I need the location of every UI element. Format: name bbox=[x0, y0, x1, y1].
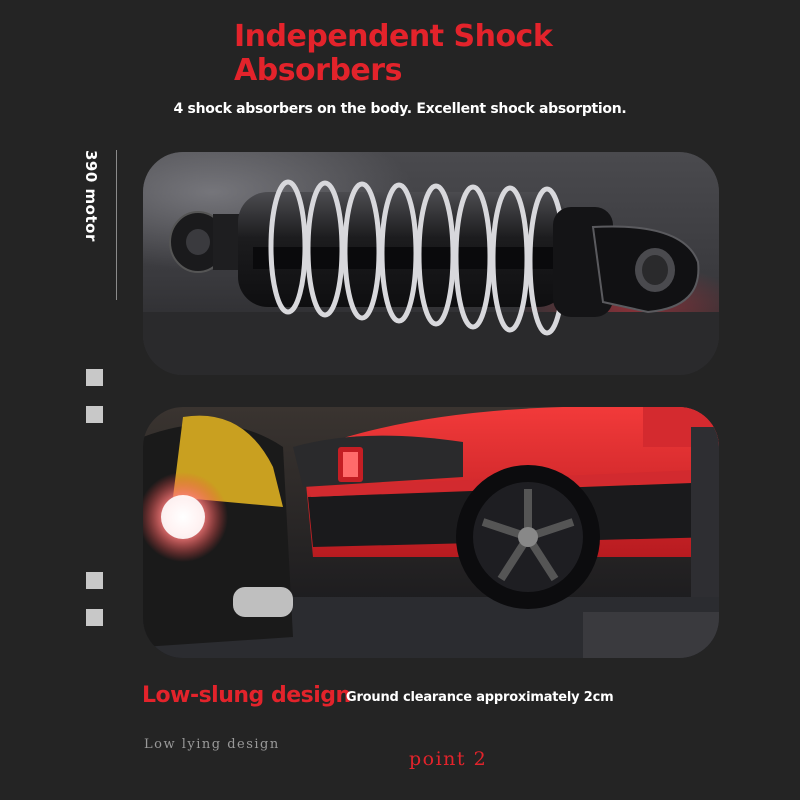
decor-square bbox=[86, 406, 103, 423]
feature-caption: Low lying design bbox=[144, 737, 280, 752]
side-label: 390 motor bbox=[82, 150, 100, 242]
decor-square bbox=[86, 369, 103, 386]
page-subtitle: 4 shock absorbers on the body. Excellent… bbox=[173, 101, 627, 117]
page-title: Independent Shock Absorbers bbox=[234, 19, 553, 88]
feature-title: Low-slung design bbox=[142, 683, 351, 708]
red-car-image bbox=[143, 407, 719, 658]
decor-square bbox=[86, 572, 103, 589]
feature-description: Ground clearance approximately 2cm bbox=[346, 690, 614, 705]
point-label: point 2 bbox=[409, 748, 488, 770]
shock-absorber-image bbox=[143, 152, 719, 375]
decor-square bbox=[86, 609, 103, 626]
side-divider bbox=[116, 150, 117, 300]
side-label-container: 390 motor bbox=[82, 150, 106, 300]
